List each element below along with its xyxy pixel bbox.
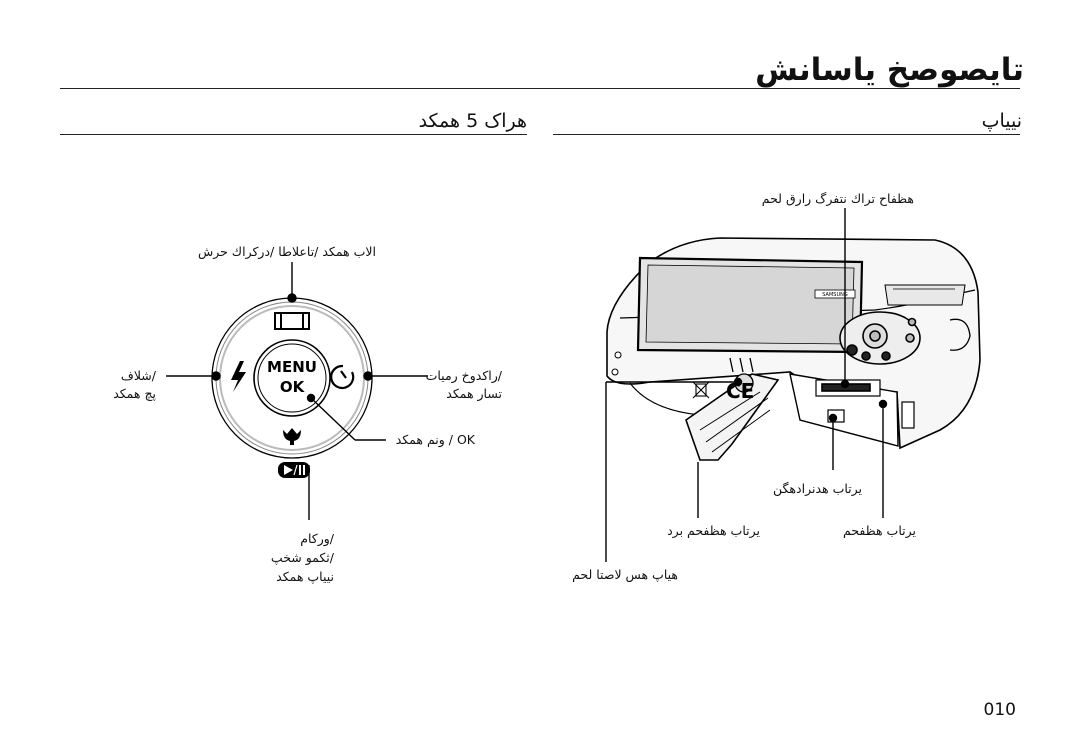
ok-button-text: OK (280, 378, 306, 396)
play-pause-icon (278, 462, 310, 478)
section-rule-left (60, 134, 527, 135)
page-number: 010 (983, 700, 1016, 720)
macro-icon (283, 428, 301, 445)
camera-body (606, 237, 981, 461)
section-rule-right (553, 134, 1020, 135)
memory-slot-label: هظفاح تراك نتفرگ رارق لحم (761, 191, 914, 206)
brand-text: SAMSUNG (822, 292, 848, 298)
battery-lock-label: یرتاب هدنرادهگن (773, 481, 862, 496)
timer-right-label-2: تسار همکد (446, 386, 502, 401)
flash-left-label-2: پچ همکد (113, 386, 156, 401)
section-heading-dial: هراک 5 همکد (418, 110, 527, 132)
self-timer-icon (330, 364, 355, 390)
camera-callouts (605, 208, 888, 562)
flash-icon (231, 361, 246, 392)
section-heading-bottom: نییاپ (981, 110, 1022, 132)
bottom-label-1: /ورکام (300, 531, 334, 546)
page-title: تایصوصخ یاسانش (755, 52, 1024, 88)
bottom-label-2: /ثکمو شخپ (270, 550, 334, 565)
battery-compartment-label: یرتاب هظفحم (843, 523, 916, 538)
recycle-bin-icon (692, 381, 710, 399)
dial-callouts (166, 262, 428, 520)
menu-button-text: MENU (267, 358, 317, 376)
flash-left-label-1: /شلاف (120, 368, 156, 383)
menu-ok-label: OK / ونم همکد (395, 432, 475, 447)
top-button-label: الاب همکد /تاعلاطا /دركراك حرش (197, 244, 376, 259)
bottom-label-3: نییاپ همکد (276, 569, 334, 584)
timer-right-label-1: /راكدوخ رميات (425, 368, 502, 383)
title-rule (60, 88, 1020, 89)
display-info-icon (274, 312, 310, 330)
tripod-socket-label: هیاپ هس لاصتا لحم (572, 567, 678, 582)
battery-door-label: یرتاب هظفحم برد (667, 523, 760, 538)
